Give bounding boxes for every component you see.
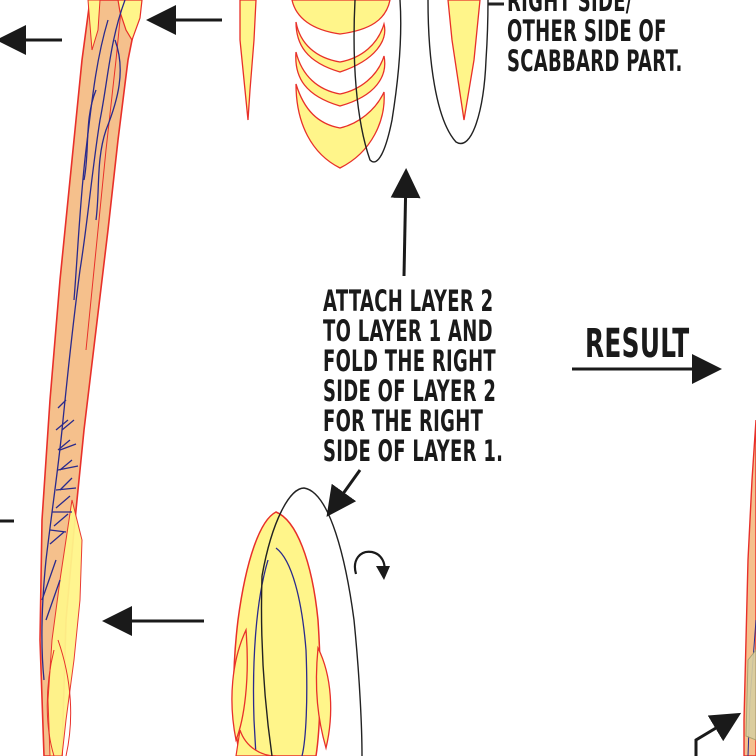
rotate-fold-icon bbox=[353, 550, 390, 580]
scabbard-ornament bbox=[41, 0, 126, 681]
center-note-line: ATTACH LAYER 2 bbox=[323, 284, 494, 318]
arrow-bottom-right bbox=[694, 712, 742, 756]
scabbard-left-part bbox=[39, 0, 143, 756]
arrow-up-to-fold bbox=[390, 168, 421, 277]
layer-top-pieces bbox=[239, 0, 481, 169]
arrows bbox=[0, 5, 742, 756]
top-instruction-note: RIGHT SIDE/ OTHER SIDE OF SCABBARD PART. bbox=[507, 0, 683, 76]
center-note-line: SIDE OF LAYER 1. bbox=[323, 434, 504, 468]
top-note-line: SCABBARD PART. bbox=[507, 44, 683, 78]
layer-bottom-piece bbox=[231, 511, 332, 756]
center-note-line: FOR THE RIGHT bbox=[323, 404, 484, 438]
result-label: RESULT bbox=[585, 321, 690, 367]
center-note-line: FOLD THE RIGHT bbox=[323, 344, 497, 378]
center-instruction-note: ATTACH LAYER 2 TO LAYER 1 AND FOLD THE R… bbox=[323, 286, 503, 466]
fold-outline-bottom bbox=[260, 487, 363, 756]
center-note-line: SIDE OF LAYER 2 bbox=[323, 374, 497, 408]
top-note-line: OTHER SIDE OF bbox=[507, 14, 667, 48]
top-note-line: RIGHT SIDE/ bbox=[507, 0, 633, 18]
center-note-line: TO LAYER 1 AND bbox=[323, 314, 493, 348]
arrow-to-bottom-fold bbox=[326, 469, 362, 517]
fold-outlines-top bbox=[353, 0, 504, 163]
result-piece-edge bbox=[743, 419, 756, 756]
